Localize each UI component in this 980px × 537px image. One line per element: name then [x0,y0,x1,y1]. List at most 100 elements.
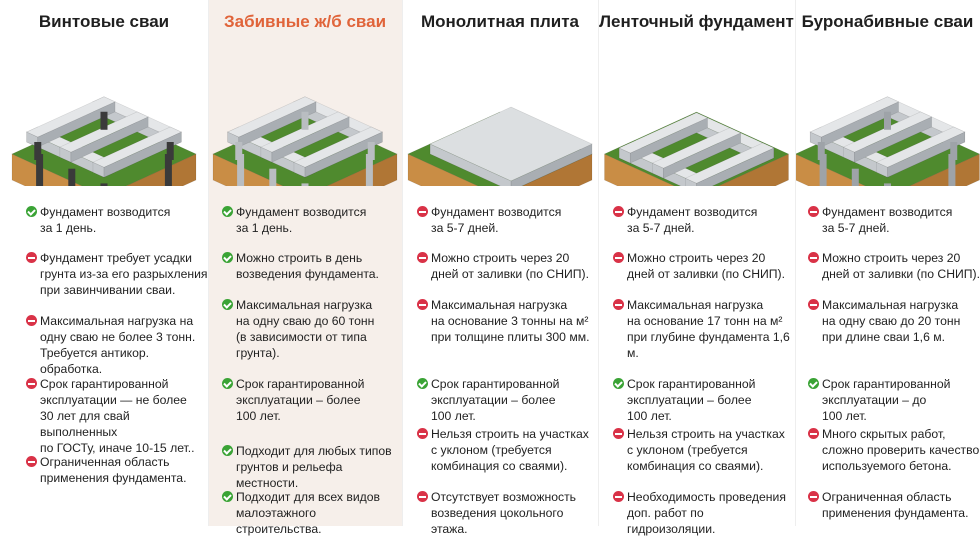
disadvantage-item: Необходимость проведения доп. работ по г… [613,489,795,537]
minus-icon [417,428,428,439]
disadvantage-item: Много скрытых работ, сложно проверить ка… [808,426,980,474]
concrete-beam-top [651,127,742,169]
minus-icon [808,206,819,217]
check-icon [222,445,233,456]
column-divider [402,0,403,526]
disadvantage-item: Нельзя строить на участках с уклоном (тр… [613,426,785,474]
item-text: Ограниченная область применения фундамен… [40,455,187,485]
check-icon [222,491,233,502]
minus-icon [26,252,37,263]
check-icon [222,206,233,217]
pile-post [166,142,174,160]
bored-piles-illustration [795,96,980,186]
item-text: Фундамент возводится за 5-7 дней. [431,205,562,235]
item-text: Подходит для всех видов малоэтажного стр… [236,490,381,536]
disadvantage-item: Можно строить через 20 дней от заливки (… [808,250,980,282]
advantage-item: Срок гарантированной эксплуатации – боле… [222,376,364,424]
item-text: Много скрытых работ, сложно проверить ка… [822,427,980,473]
advantage-item: Фундамент возводится за 1 день. [222,204,367,236]
concrete-beam-top [875,126,966,168]
minus-icon [417,252,428,263]
pile [819,154,827,186]
item-text: Максимальная нагрузка на основание 17 то… [627,298,790,360]
strip-illustration [603,111,790,186]
item-text: Ограниченная область применения фундамен… [822,490,969,520]
item-text: Нельзя строить на участках с уклоном (тр… [431,427,589,473]
minus-icon [26,378,37,389]
item-text: Максимальная нагрузка на одну сваю до 60… [236,298,375,360]
column-title: Буронабивные сваи [801,12,974,31]
item-text: Срок гарантированной эксплуатации – боле… [431,377,560,423]
pile [884,183,891,186]
screw-piles-illustration [11,96,197,186]
item-text: Фундамент возводится за 1 день. [236,205,367,235]
advantage-item: Срок гарантированной эксплуатации – боле… [417,376,560,424]
advantage-item: Фундамент возводится за 1 день. [26,204,171,236]
advantage-item: Срок гарантированной эксплуатации – до 1… [808,376,950,424]
item-text: Максимальная нагрузка на основание 3 тон… [431,298,590,344]
check-icon [222,299,233,310]
disadvantage-item: Отсутствует возможность возведения цокол… [417,489,598,537]
item-text: Фундамент возводится за 5-7 дней. [822,205,953,235]
item-text: Фундамент требует усадки грунта из-за ег… [40,251,208,297]
item-text: Подходит для любых типов грунтов и релье… [236,444,392,490]
pile [100,183,108,186]
check-icon [222,252,233,263]
column-title: Монолитная плита [420,12,579,31]
pile-post [235,142,243,160]
concrete-beam-top [809,96,900,138]
concrete-beam-top [260,111,350,153]
minus-icon [26,456,37,467]
disadvantage-item: Фундамент возводится за 5-7 дней. [808,204,953,236]
minus-icon [417,491,428,502]
disadvantage-item: Можно строить через 20 дней от заливки (… [417,250,589,282]
concrete-slab-side [510,143,593,186]
pile [269,168,277,186]
disadvantage-item: Ограниченная область применения фундамен… [808,489,969,521]
item-text: Максимальная нагрузка на одну сваю не бо… [40,314,196,376]
disadvantage-item: Фундамент возводится за 5-7 дней. [613,204,757,236]
column-title: Винтовые сваи [38,12,170,31]
minus-icon [613,299,624,310]
pile [36,154,44,186]
pile [948,154,956,186]
minus-icon [613,252,624,263]
check-icon [222,378,233,389]
item-text: Отсутствует возможность возведения цокол… [431,490,577,536]
pile [851,168,859,186]
disadvantage-item: Фундамент возводится за 5-7 дней. [417,204,562,236]
check-icon [417,378,428,389]
concrete-beam-top [684,142,775,184]
minus-icon [26,315,37,326]
check-icon [26,206,37,217]
concrete-beam-top [25,96,116,138]
concrete-beam-top [293,126,384,168]
pile-post [950,142,958,160]
item-text: Нельзя строить на участках с уклоном (тр… [627,427,785,473]
column-divider [208,0,209,526]
disadvantage-item: Можно строить через 20 дней от заливки (… [613,250,785,282]
disadvantage-item: Фундамент требует усадки грунта из-за ег… [26,250,208,298]
minus-icon [808,428,819,439]
disadvantage-item: Максимальная нагрузка на основание 3 тон… [417,297,590,345]
minus-icon [613,206,624,217]
disadvantage-item: Срок гарантированной эксплуатации — не б… [26,376,208,456]
check-icon [613,378,624,389]
slab-illustration [407,106,593,186]
item-text: Можно строить через 20 дней от заливки (… [431,251,589,281]
item-text: Можно строить через 20 дней от заливки (… [627,251,785,281]
minus-icon [808,491,819,502]
minus-icon [417,299,428,310]
item-text: Фундамент возводится за 1 день. [40,205,171,235]
advantage-item: Можно строить в день возведения фундамен… [222,250,379,282]
concrete-slab-top [429,106,593,182]
pile [237,154,245,186]
minus-icon [808,299,819,310]
disadvantage-item: Ограниченная область применения фундамен… [26,454,187,486]
minus-icon [613,428,624,439]
pile-post [301,111,309,130]
column-title: Забивные ж/б сваи [223,12,387,31]
